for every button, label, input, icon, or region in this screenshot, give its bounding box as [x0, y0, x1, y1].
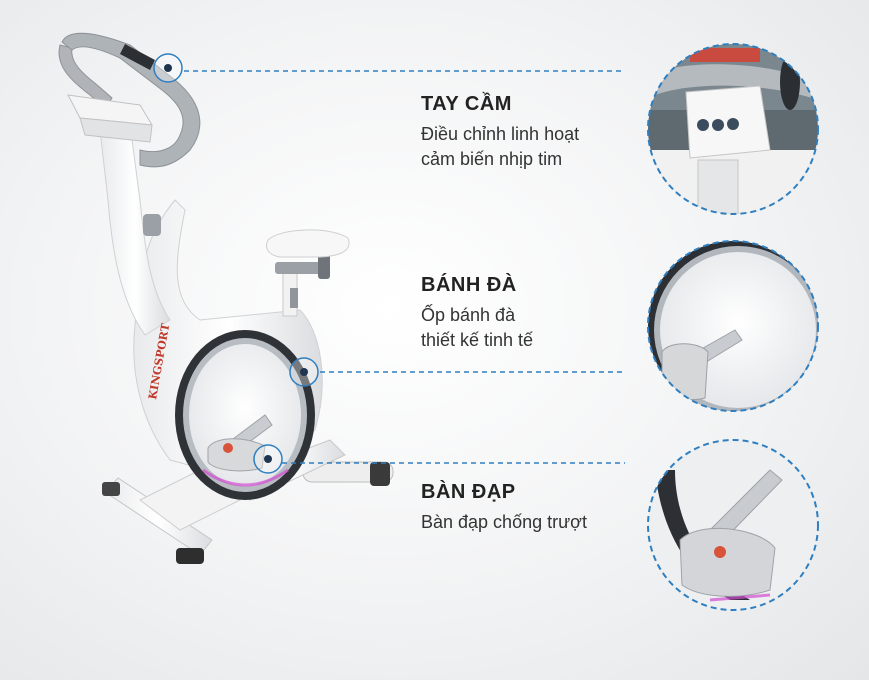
feature-desc-line: Bàn đạp chống trượt	[421, 512, 587, 532]
feature-desc-line: Điều chỉnh linh hoạt	[421, 124, 580, 144]
feature-desc-line: Ốp bánh đà	[421, 305, 516, 325]
feature-flywheel: BÁNH ĐÀ Ốp bánh đà thiết kế tinh tế	[421, 274, 533, 353]
detail-flywheel	[647, 240, 819, 412]
callout-lines	[184, 70, 625, 464]
feature-handlebar: TAY CẦM Điều chỉnh linh hoạt cảm biến nh…	[421, 93, 579, 172]
detail-pedal	[647, 439, 819, 611]
exercise-bike: KINGSPORT	[58, 32, 394, 564]
callout-markers	[153, 53, 319, 474]
flywheel	[175, 330, 315, 500]
seat	[266, 229, 350, 317]
feature-title: BÀN ĐẠP	[421, 481, 516, 503]
pedal-crank	[207, 414, 273, 472]
feature-pedal: BÀN ĐẠP Bàn đạp chống trượt	[421, 481, 587, 535]
adjustment-knob	[143, 214, 161, 236]
feature-desc-line: cảm biến nhịp tim	[421, 149, 563, 169]
console	[67, 94, 153, 143]
feature-title: BÁNH ĐÀ	[421, 274, 517, 296]
feature-title: TAY CẦM	[421, 93, 512, 115]
feature-desc-line: thiết kế tinh tế	[421, 330, 534, 350]
detail-handlebar	[647, 43, 819, 215]
